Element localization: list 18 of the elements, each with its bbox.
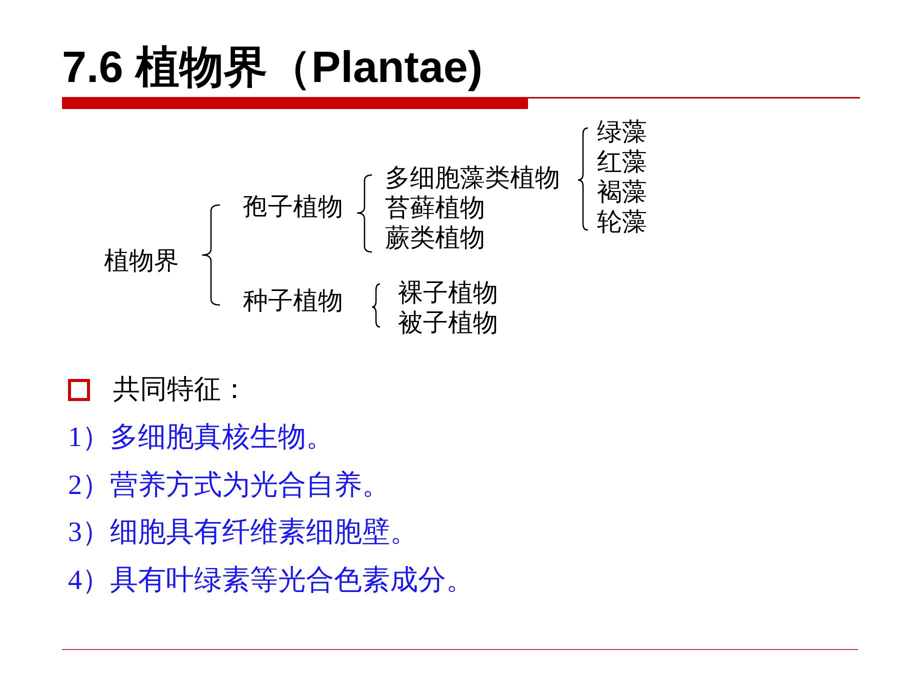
slide-title: 7.6 植物界（Plantae)	[62, 42, 483, 94]
category-label: 蕨类植物	[385, 224, 485, 254]
category-label: 多细胞藻类植物	[385, 164, 560, 194]
section-heading: 共同特征：	[113, 373, 248, 407]
numbered-item: 3）细胞具有纤维素细胞壁。	[68, 516, 418, 550]
category-label: 褐藻	[597, 178, 647, 208]
category-label: 红藻	[597, 148, 647, 178]
numbered-item: 2）营养方式为光合自养。	[68, 469, 390, 503]
category-label: 裸子植物	[398, 279, 498, 309]
category-label: 苔藓植物	[385, 194, 485, 224]
numbered-item: 1）多细胞真核生物。	[68, 421, 334, 455]
numbered-item: 4）具有叶绿素等光合色素成分。	[68, 564, 474, 598]
category-label: 孢子植物	[243, 193, 343, 223]
category-label: 轮藻	[597, 208, 647, 238]
category-label: 被子植物	[398, 309, 498, 339]
category-label: 种子植物	[243, 287, 343, 317]
category-label: 绿藻	[597, 118, 647, 148]
category-label: 植物界	[104, 247, 179, 277]
